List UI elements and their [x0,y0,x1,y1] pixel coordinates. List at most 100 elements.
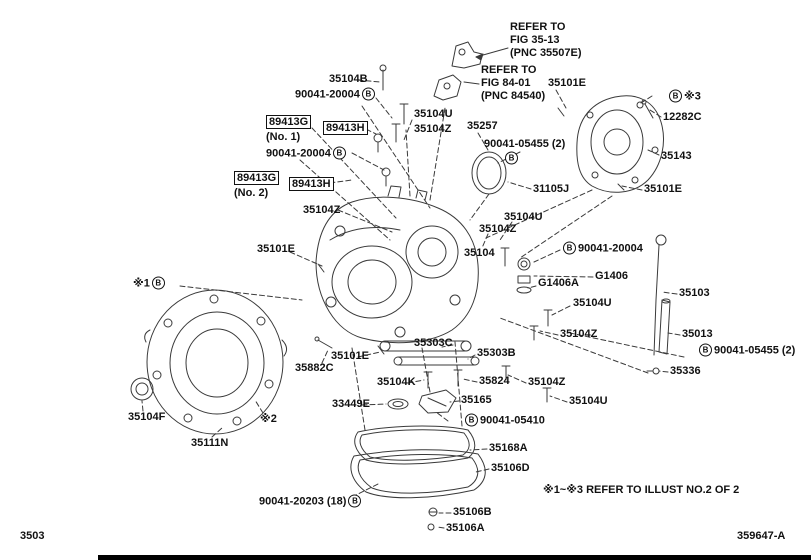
part-label-89413H: 89413H [289,177,334,191]
part-label-35104U: 35104U [504,211,543,223]
bolt-size-b-icon: B [151,276,165,290]
part-number-text: 35104Z [479,223,517,235]
part-label-35257: 35257 [467,120,498,132]
part-number-text: 35824 [479,375,510,387]
figure-reference-line: FIG 35-13 [510,34,560,46]
part-number-text: 12282C [663,111,702,123]
bolts-drawing [314,64,625,403]
part-label-90041-20203-18: 90041-20203 (18)B [259,494,362,508]
figure-reference-line: (PNC 35507E) [510,47,582,59]
part-number-text: 35104K [377,376,416,388]
part-number-text: 89413G [269,116,309,128]
part-number-text: 35104U [504,211,543,223]
part-number-text: 90041-05455 (2) [714,344,796,356]
part-label-35013: 35013 [682,328,713,340]
part-label-35104Z: 35104Z [528,376,565,388]
part-label-35106B: 35106B [453,506,492,518]
part-number-text: 35106A [446,522,485,534]
part-label-35111N: 35111N [191,437,228,449]
part-label-3: B※3 [669,89,701,103]
bolt-size-b-icon: B [563,241,576,255]
part-number-text: 35104U [414,108,453,120]
bolt-size-b-icon: B [699,343,712,357]
part-number-text: (No. 1) [266,131,301,143]
part-label-35104U: 35104U [414,108,453,120]
part-label-35104U: 35104U [569,395,608,407]
part-label-35104: 35104 [464,247,495,259]
part-label-89413H: 89413H [323,121,368,135]
part-number-text: 33449E [332,398,370,410]
part-number-text: 35104 [464,247,495,259]
union-fitting-drawing [516,257,532,294]
part-label-G1406: G1406 [595,270,628,282]
part-number-text: ※2 [260,413,277,425]
part-label-No-1: (No. 1) [266,131,300,143]
part-label-31105J: 31105J [533,183,569,195]
part-number-text: 35336 [670,365,701,377]
converter-seal-drawing [130,377,154,401]
figure-reference-line: REFER TO [481,64,537,76]
part-label-35101E: 35101E [644,183,682,195]
part-label-35882C: 35882C [295,362,334,374]
part-label-G1406A: G1406A [538,277,579,289]
figure-reference-line: REFER TO [510,21,566,33]
part-number-text: 90041-20004 [266,147,331,159]
part-number-text: 35101E [331,350,369,362]
part-number-text: 35111N [191,437,229,449]
part-number-text: 35882C [295,362,334,374]
part-label-89413G: 89413G [266,115,312,129]
part-number-text: 35106D [491,462,530,474]
rear-cover-drawing [576,95,664,193]
part-label-35165: 35165 [461,394,492,406]
page-code: 3503 [20,530,45,542]
part-number-text: 90041-20203 (18) [259,495,347,507]
strainer-magnet-drawing [387,389,457,414]
part-number-text: 90041-20004 [295,88,360,100]
part-label-35104Z: 35104Z [560,328,597,340]
part-label-35104B: 35104B [329,73,368,85]
part-number-text: 35257 [467,120,498,132]
bolt-size-b-icon: B [348,494,362,508]
part-label-35101E: 35101E [548,77,586,89]
reference-pointer-lines [463,47,509,85]
part-number-text: G1406A [538,277,579,289]
part-label-35336: 35336 [670,365,701,377]
bottom-bar [98,555,811,560]
part-number-text: 35013 [682,328,713,340]
part-label-35168A: 35168A [489,442,528,454]
dipstick-drawing [646,234,671,375]
part-number-text: ※3 [684,90,701,102]
top-brackets-drawing [433,41,483,101]
oil-tubes-drawing [379,340,480,366]
bolt-size-marker: B [505,151,518,165]
bolt-size-b-icon: B [669,89,682,103]
part-number-text: 35143 [661,150,692,162]
part-number-text: (No. 2) [234,187,269,199]
part-label-35104K: 35104K [377,376,416,388]
part-label-35824: 35824 [479,375,510,387]
part-number-text: 35104Z [528,376,566,388]
part-number-text: 35303B [477,347,516,359]
part-label-35303B: 35303B [477,347,516,359]
part-label-33449E: 33449E [332,398,370,410]
part-number-text: 35101E [644,183,682,195]
bolt-size-b-icon: B [505,151,518,165]
part-label-2: ※2 [260,413,277,425]
part-number-text: 35165 [461,394,492,406]
part-number-text: 89413H [292,178,331,190]
oil-pan-drawing [350,425,486,531]
part-label-35103: 35103 [679,287,710,299]
part-label-90041-05455-2: 90041-05455 (2) [484,138,565,150]
transaxle-case-drawing [315,185,479,344]
part-label-35104Z: 35104Z [414,123,451,135]
part-label-35143: 35143 [661,150,692,162]
part-number-text: 35101E [548,77,586,89]
part-label-35104Z: 35104Z [479,223,516,235]
